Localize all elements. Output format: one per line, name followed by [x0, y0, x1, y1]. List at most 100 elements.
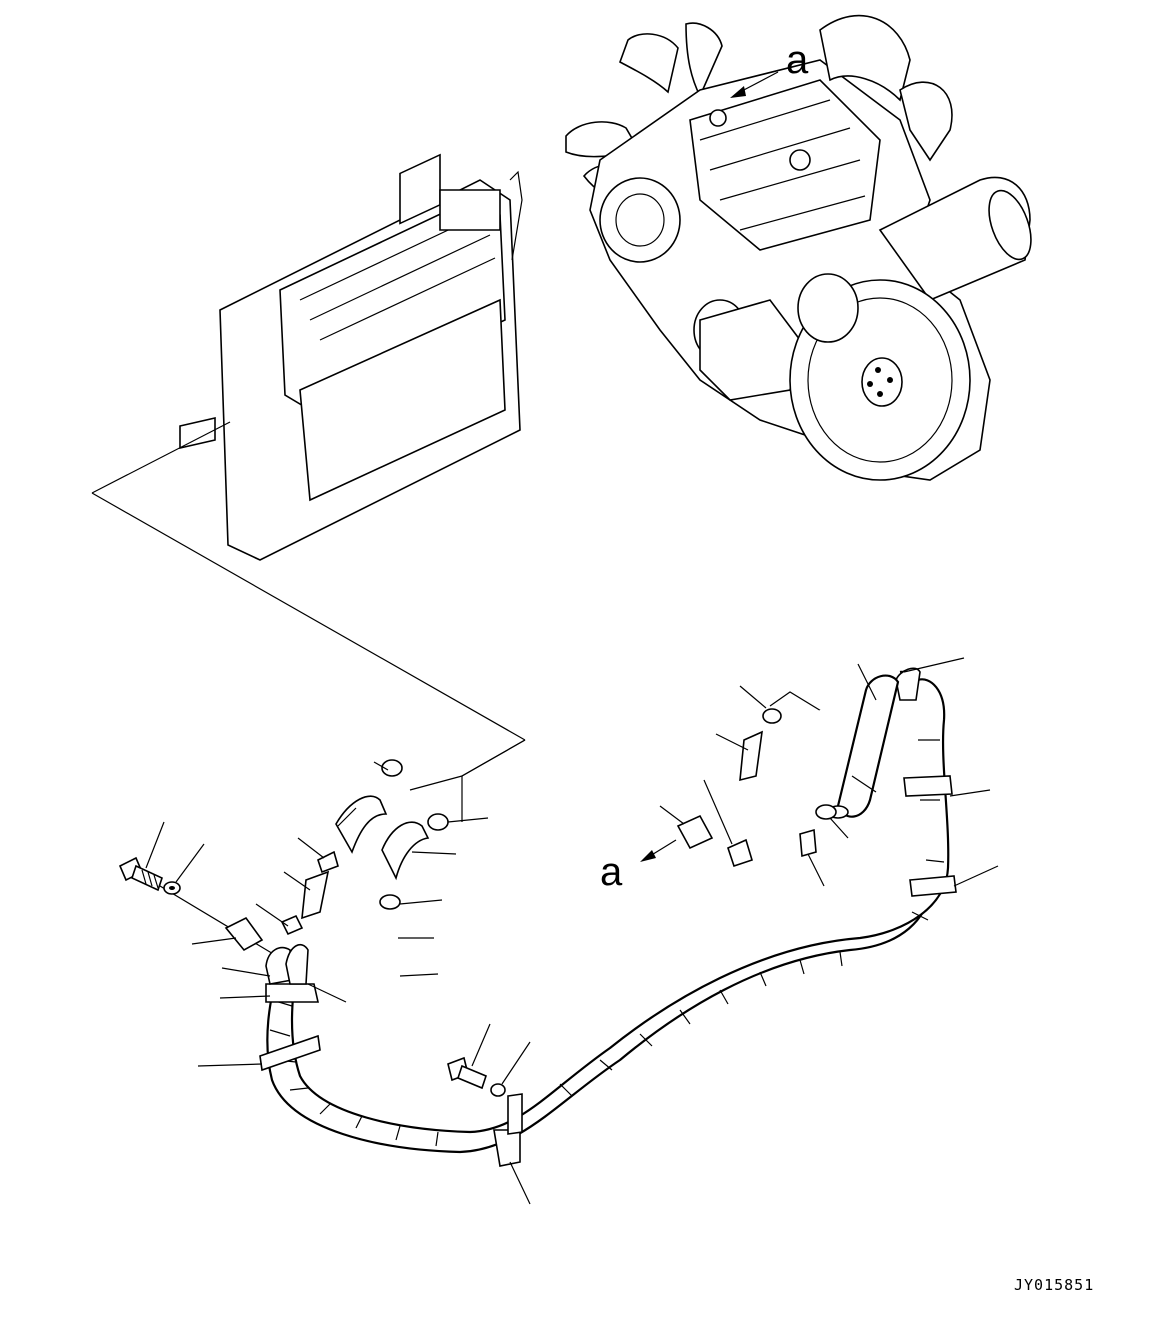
leader-line	[739, 685, 767, 709]
leader-line	[175, 843, 205, 883]
rocker-ribs	[699, 99, 866, 231]
ecu-module	[299, 298, 506, 502]
leader-line	[221, 967, 271, 977]
leader-line	[903, 657, 965, 673]
ecu-cover-plate	[399, 153, 441, 225]
elbow-hose	[335, 795, 388, 854]
hose-clamp	[379, 894, 401, 910]
detail-arrow	[730, 86, 746, 98]
harness-clamp	[909, 875, 957, 897]
leader-line	[191, 937, 237, 945]
washer	[490, 1083, 506, 1097]
leader-line	[255, 903, 289, 927]
engine-assembly	[565, 14, 1032, 481]
hose-end	[285, 943, 309, 985]
detail-leader	[649, 839, 677, 857]
muffler-end	[988, 189, 1032, 261]
tube-segment	[301, 870, 330, 920]
detail-arrow	[640, 850, 656, 862]
nipple-fitting	[799, 828, 817, 858]
harness-clamp	[903, 775, 953, 797]
intake-pipe	[899, 81, 953, 162]
bolt-hole	[875, 367, 881, 373]
leader-line	[703, 779, 733, 845]
harness-bracket	[259, 1034, 321, 1072]
leader-line	[471, 1023, 491, 1067]
detail-leader	[739, 71, 779, 93]
leader-line	[857, 663, 877, 701]
rocker-cover	[689, 79, 881, 251]
harness-end-cap	[895, 667, 921, 701]
leader-line	[501, 1041, 531, 1085]
bracket-line	[91, 421, 231, 494]
leader-line	[715, 733, 749, 751]
small-connector	[280, 914, 304, 936]
detail-marker-a-bottom: a	[600, 850, 623, 894]
bolt-hole	[877, 391, 883, 397]
leader-line	[297, 837, 325, 859]
exhaust-elbow	[819, 14, 911, 102]
callout-bracket	[91, 421, 873, 1001]
spiral-harness	[259, 667, 957, 1167]
leader-line	[373, 761, 389, 771]
leader-line	[145, 821, 165, 869]
leader-line	[659, 805, 685, 825]
leader-line	[829, 817, 849, 839]
bracket-line	[461, 739, 526, 822]
leader-line	[851, 775, 877, 793]
elbow-hose	[381, 821, 430, 881]
bolt-shank	[131, 864, 163, 892]
detail-marker-a-top: a	[786, 38, 809, 82]
leader-line	[283, 871, 311, 891]
part-leaders	[145, 657, 999, 1205]
bracket-line	[91, 492, 526, 741]
hose-clamp	[815, 804, 837, 820]
leader-line	[807, 853, 825, 887]
leader-line	[197, 1063, 263, 1067]
leader-line	[509, 1161, 531, 1205]
leader-line	[447, 817, 489, 823]
harness-clamp	[265, 983, 319, 1003]
leader-line	[411, 851, 457, 855]
duct-outlet	[439, 189, 501, 231]
controller-panel-assembly	[179, 153, 523, 561]
sensor-port	[709, 109, 727, 127]
hose-clip	[224, 916, 264, 952]
bolt-shank	[457, 1064, 487, 1090]
bolt-hole	[867, 381, 873, 387]
wire-lead	[509, 170, 523, 261]
bolt-thread	[141, 869, 159, 889]
washer-hole	[169, 886, 175, 890]
leader-line	[949, 789, 991, 797]
flywheel-hub	[861, 357, 903, 407]
leader-line	[953, 865, 999, 887]
bracket-tab	[507, 1093, 523, 1135]
leader-line	[307, 983, 347, 1003]
hose-clamp	[427, 813, 449, 831]
leader-line	[219, 995, 271, 999]
leader-line	[399, 899, 443, 905]
bracket-line	[461, 739, 526, 777]
panel-tag	[179, 416, 216, 450]
nipple-fitting	[317, 850, 339, 874]
drawing-code: JY015851	[1014, 1276, 1095, 1294]
sensor-connector	[727, 838, 753, 868]
hose-clamp	[381, 759, 403, 777]
oil-filler-cap	[789, 149, 811, 171]
bolt-hole	[887, 377, 893, 383]
fittings-right	[640, 708, 837, 868]
pressure-sensor	[676, 814, 714, 850]
alternator	[599, 177, 681, 263]
harness-bracket	[493, 1129, 521, 1167]
hose-clamp	[762, 708, 782, 724]
turbo-housing	[797, 273, 859, 343]
flywheel-rim	[807, 297, 953, 463]
alternator-pulley	[615, 193, 665, 247]
leader-line	[399, 973, 439, 977]
fan-blade	[619, 33, 679, 94]
sensor-adapter	[739, 730, 763, 782]
bracket-line	[409, 775, 463, 791]
leader-line	[337, 807, 357, 827]
